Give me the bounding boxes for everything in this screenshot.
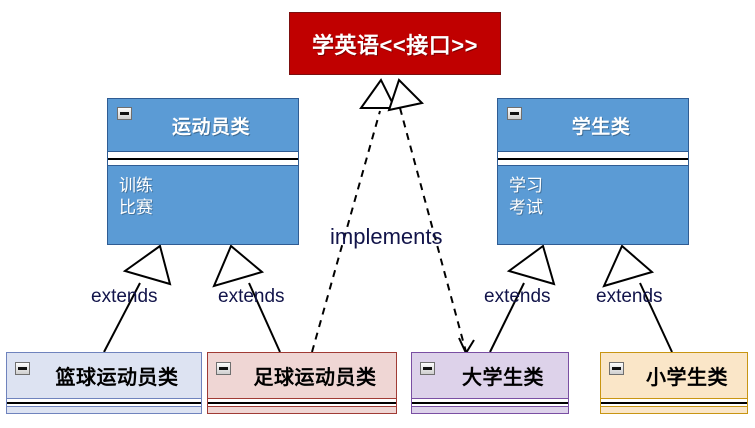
student-header: 学生类	[498, 99, 688, 151]
edge-implements-university-interface	[387, 78, 475, 356]
class-box-university-student[interactable]: 大学生类	[411, 352, 569, 414]
football-title: 足球运动员类	[253, 367, 377, 389]
student-member-0: 学习	[509, 176, 543, 195]
class-box-primary-student[interactable]: 小学生类	[600, 352, 748, 414]
collapse-minus-icon[interactable]	[117, 107, 132, 120]
class-box-student[interactable]: 学生类 学习 考试	[497, 98, 689, 245]
athlete-title: 运动员类	[171, 116, 250, 138]
edge-label-extends-primary: extends	[596, 286, 663, 307]
football-header: 足球运动员类	[208, 353, 396, 398]
edge-implements-football-interface	[311, 78, 397, 353]
university-members	[412, 407, 568, 413]
athlete-separator	[108, 151, 298, 166]
athlete-members: 训练 比赛	[108, 166, 298, 219]
primary-separator	[601, 398, 747, 407]
edge-label-extends-university: extends	[484, 286, 551, 307]
class-box-athlete[interactable]: 运动员类 训练 比赛	[107, 98, 299, 245]
collapse-minus-icon[interactable]	[15, 362, 30, 375]
collapse-minus-icon[interactable]	[609, 362, 624, 375]
basketball-members	[7, 407, 201, 413]
student-member-1: 考试	[509, 198, 543, 217]
student-separator	[498, 151, 688, 166]
university-header: 大学生类	[412, 353, 568, 398]
basketball-header: 篮球运动员类	[7, 353, 201, 398]
edge-label-implements: implements	[330, 224, 443, 249]
class-box-basketball-player[interactable]: 篮球运动员类	[6, 352, 202, 414]
collapse-minus-icon[interactable]	[216, 362, 231, 375]
football-separator	[208, 398, 396, 407]
primary-title: 小学生类	[646, 367, 728, 389]
interface-title: 学英语<<接口>>	[312, 32, 478, 58]
university-title: 大学生类	[462, 367, 544, 389]
primary-members	[601, 407, 747, 413]
university-separator	[412, 398, 568, 407]
athlete-member-0: 训练	[119, 176, 153, 195]
basketball-title: 篮球运动员类	[55, 367, 179, 389]
class-box-interface[interactable]: 学英语<<接口>>	[289, 12, 501, 75]
football-members	[208, 407, 396, 413]
basketball-separator	[7, 398, 201, 407]
collapse-minus-icon[interactable]	[507, 107, 522, 120]
interface-header: 学英语<<接口>>	[290, 13, 500, 74]
athlete-member-1: 比赛	[119, 198, 153, 217]
edge-label-extends-basketball: extends	[91, 286, 158, 307]
class-box-football-player[interactable]: 足球运动员类	[207, 352, 397, 414]
athlete-header: 运动员类	[108, 99, 298, 151]
edge-label-extends-football: extends	[218, 286, 285, 307]
collapse-minus-icon[interactable]	[420, 362, 435, 375]
student-members: 学习 考试	[498, 166, 688, 219]
primary-header: 小学生类	[601, 353, 747, 398]
student-title: 学生类	[571, 116, 631, 138]
